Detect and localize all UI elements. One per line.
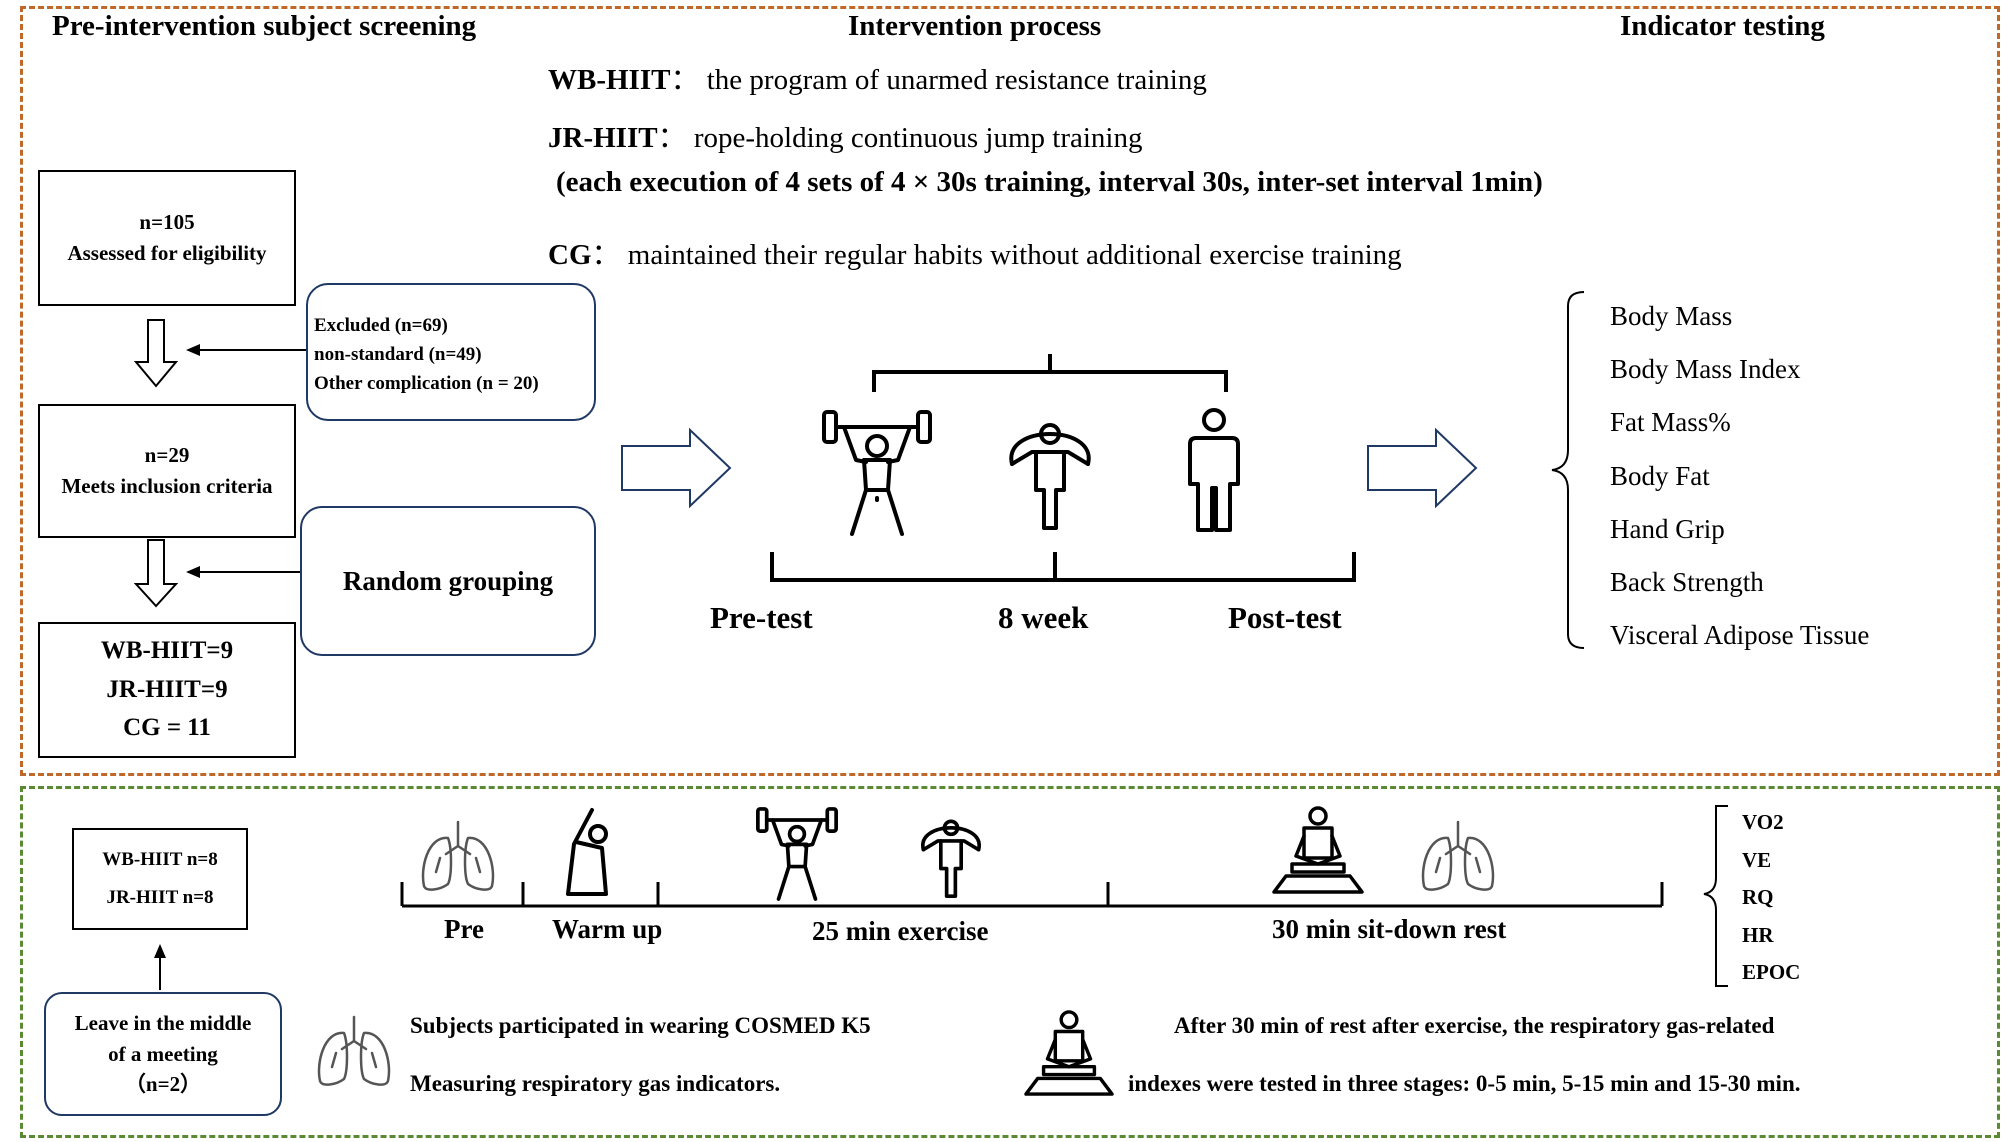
gas-indicator-item: EPOC [1742, 960, 1801, 984]
bottom-groups-box: WB-HIIT n=8 JR-HIIT n=8 [72, 828, 248, 930]
stretching-icon [566, 808, 608, 896]
leave-box: Leave in the middle of a meeting （n=2） [44, 992, 282, 1116]
meets-criteria-box: n=29 Meets inclusion criteria [38, 404, 296, 538]
jump-rope-small-icon [921, 819, 981, 899]
excluded-total: Excluded (n=69) [314, 315, 448, 336]
timeline-post: Post-test [1228, 600, 1342, 635]
meditation-icon [1272, 806, 1364, 894]
program-wb-label: WB-HIIT [548, 64, 671, 96]
lungs-rest-icon [1421, 820, 1495, 891]
phase-label-exercise: 25 min exercise [812, 916, 989, 946]
bottom-group-jr: JR-HIIT n=8 [106, 887, 214, 908]
lungs-icon [421, 820, 495, 891]
indicator-item: Body Mass Index [1610, 354, 1801, 385]
lungs-note-icon [317, 1015, 391, 1086]
program-jr-separator: ： [657, 122, 687, 154]
gas-indicators-brace [1703, 805, 1728, 987]
meets-count: n=29 [144, 442, 190, 467]
group-wb-count: WB-HIIT=9 [100, 636, 234, 664]
excluded-pointer-head [186, 344, 200, 356]
section-title-testing: Indicator testing [1620, 10, 1825, 42]
note2-line1: After 30 min of rest after exercise, the… [1174, 1013, 1775, 1038]
indicator-item: Body Mass [1610, 301, 1733, 331]
program-wb: WB-HIIT： the program of unarmed resistan… [548, 56, 1207, 98]
random-grouping-label: Random grouping [342, 565, 554, 596]
assessed-label: Assessed for eligibility [67, 241, 267, 265]
gas-indicator-item: VE [1742, 847, 1772, 872]
bottom-group-wb: WB-HIIT n=8 [102, 849, 218, 870]
timeline-pre: Pre-test [710, 600, 813, 635]
leave-up-head [154, 944, 166, 958]
leave-line2: of a meeting [108, 1041, 218, 1066]
program-cg: CG： maintained their regular habits with… [548, 231, 1402, 273]
meets-label: Meets inclusion criteria [61, 474, 273, 498]
excluded-box: Excluded (n=69) non-standard (n=49) Othe… [306, 283, 596, 421]
screening-intervention-frame [20, 6, 2000, 776]
group-cg-count: CG = 11 [123, 714, 211, 742]
excluded-nonstandard: non-standard (n=49) [314, 344, 482, 365]
assessed-count: n=105 [139, 209, 195, 234]
groups-box: WB-HIIT=9 JR-HIIT=9 CG = 11 [38, 622, 296, 758]
hollow-right-arrow-1 [621, 427, 732, 509]
hollow-right-arrow-2 [1367, 427, 1478, 509]
respiratory-test-frame [20, 786, 2000, 1138]
timeline-bracket [770, 552, 1356, 582]
program-jr-label: JR-HIIT [548, 122, 658, 154]
program-cg-label: CG [548, 239, 592, 271]
note1-line1: Subjects participated in wearing COSMED … [410, 1013, 871, 1038]
gas-indicator-item: VO2 [1742, 810, 1784, 834]
leave-line3: （n=2） [124, 1072, 202, 1097]
assessed-box: n=105 Assessed for eligibility [38, 170, 296, 306]
program-jr-text: rope-holding continuous jump training [693, 122, 1143, 154]
random-grouping-box: Random grouping [300, 506, 596, 656]
section-title-intervention: Intervention process [848, 10, 1102, 42]
section-title-screening: Pre-intervention subject screening [52, 10, 477, 42]
gas-indicator-item: HR [1742, 922, 1774, 947]
note2-line2: indexes were tested in three stages: 0-5… [1128, 1071, 1801, 1096]
indicator-item: Fat Mass% [1610, 407, 1731, 438]
indicators-brace [1551, 291, 1585, 649]
phase-label-warm: Warm up [552, 914, 663, 944]
program-wb-separator: ： [670, 64, 700, 96]
indicator-item: Hand Grip [1610, 513, 1725, 544]
program-cg-separator: ： [591, 239, 621, 271]
top-bracket [872, 354, 1228, 392]
phase-label-rest: 30 min sit-down rest [1272, 914, 1507, 944]
weightlifting-icon [822, 410, 932, 536]
weightlifting-small-icon [756, 807, 838, 901]
phase-label-pre: Pre [444, 914, 484, 944]
program-protocol: (each execution of 4 sets of 4 × 30s tra… [556, 166, 1543, 198]
hollow-down-arrow-2 [133, 539, 179, 608]
random-pointer-head [186, 566, 200, 578]
indicator-item: Body Fat [1610, 460, 1710, 491]
jump-rope-icon [1009, 423, 1091, 530]
meditation-note-icon [1024, 1010, 1114, 1096]
leave-line1: Leave in the middle [74, 1011, 252, 1036]
program-cg-text: maintained their regular habits without … [627, 239, 1402, 271]
indicator-item: Visceral Adipose Tissue [1610, 620, 1870, 651]
excluded-complication: Other complication (n = 20) [314, 373, 539, 394]
hollow-down-arrow-1 [133, 319, 179, 388]
group-jr-count: JR-HIIT=9 [106, 675, 228, 703]
standing-person-icon [1188, 408, 1240, 532]
indicator-item: Back Strength [1610, 567, 1764, 598]
gas-indicator-item: RQ [1742, 885, 1774, 909]
program-jr: JR-HIIT： rope-holding continuous jump tr… [548, 114, 1142, 156]
program-wb-text: the program of unarmed resistance traini… [706, 64, 1207, 96]
timeline-mid: 8 week [998, 600, 1089, 635]
note1-line2: Measuring respiratory gas indicators. [410, 1071, 781, 1096]
